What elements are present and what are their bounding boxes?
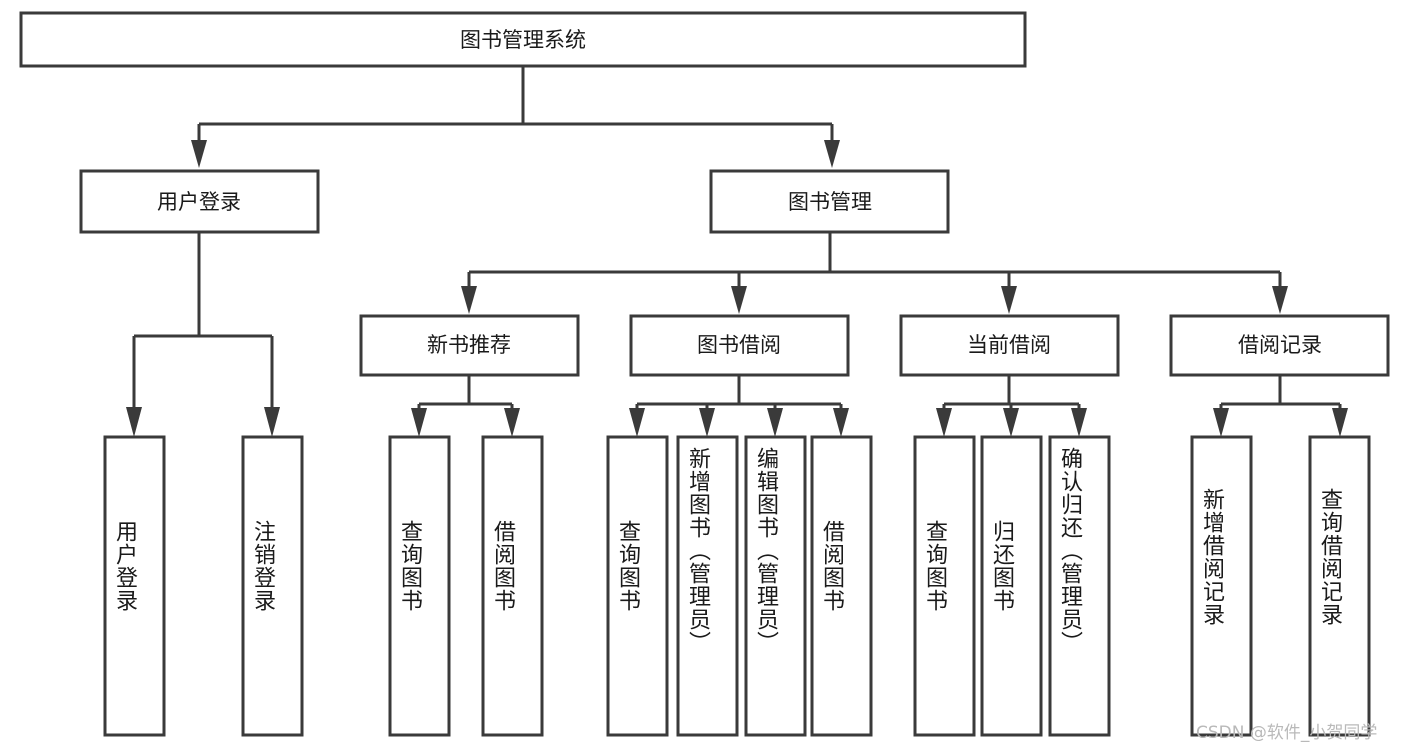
leaf-box-borrow-3[interactable] [810, 435, 873, 737]
node-current-borrow[interactable]: 当前借阅 [899, 314, 1120, 377]
node-user-login[interactable]: 用户登录 [79, 169, 320, 234]
node-borrow-record[interactable]: 借阅记录 [1169, 314, 1390, 377]
leaf-box-current-0[interactable] [913, 435, 976, 737]
leaf-box-current-1[interactable] [980, 435, 1043, 737]
leaf-box-record-1[interactable] [1308, 435, 1371, 737]
borrow-record-label: 借阅记录 [1238, 333, 1322, 357]
node-new-book-recommend[interactable]: 新书推荐 [359, 314, 580, 377]
new-book-recommend-label: 新书推荐 [427, 333, 511, 357]
user-login-box [79, 169, 320, 234]
root-box [19, 11, 1027, 68]
connector-new-book-recommend-to-leaves [411, 375, 520, 437]
arrow-to-user-login [191, 140, 207, 168]
leaf-box-borrow-1[interactable] [676, 435, 739, 737]
leaf-box-user-login-1[interactable] [241, 435, 304, 737]
arrow-to-book-manage [824, 140, 840, 168]
connector-book-manage-to-level3 [461, 232, 1288, 314]
leaf-box-record-0[interactable] [1190, 435, 1253, 737]
connector-user-login-to-leaves [126, 232, 280, 437]
leaf-box-recommend-1[interactable] [481, 435, 544, 737]
connector-current-borrow-to-leaves [936, 375, 1087, 437]
node-root[interactable]: 图书管理系统 [19, 11, 1027, 68]
book-manage-label: 图书管理 [788, 190, 872, 214]
current-borrow-box [899, 314, 1120, 377]
book-borrow-label: 图书借阅 [697, 333, 781, 357]
connector-borrow-record-to-leaves [1213, 375, 1348, 437]
leaf-box-borrow-0[interactable] [606, 435, 669, 737]
connector-book-borrow-to-leaves [629, 375, 849, 437]
leaf-box-borrow-2[interactable] [744, 435, 807, 737]
node-book-borrow[interactable]: 图书借阅 [629, 314, 850, 377]
csdn-watermark: CSDN @软件_小贺同学 [1196, 723, 1378, 743]
leaf-box-user-login-0[interactable] [103, 435, 166, 737]
leaf-box-recommend-0[interactable] [388, 435, 451, 737]
node-book-manage[interactable]: 图书管理 [709, 169, 950, 234]
current-borrow-label: 当前借阅 [967, 333, 1051, 357]
leaf-box-current-2[interactable] [1048, 435, 1111, 737]
connector-root-to-level2 [191, 66, 840, 168]
user-login-label: 用户登录 [157, 190, 241, 214]
new-book-recommend-box [359, 314, 580, 377]
root-label: 图书管理系统 [460, 28, 586, 52]
